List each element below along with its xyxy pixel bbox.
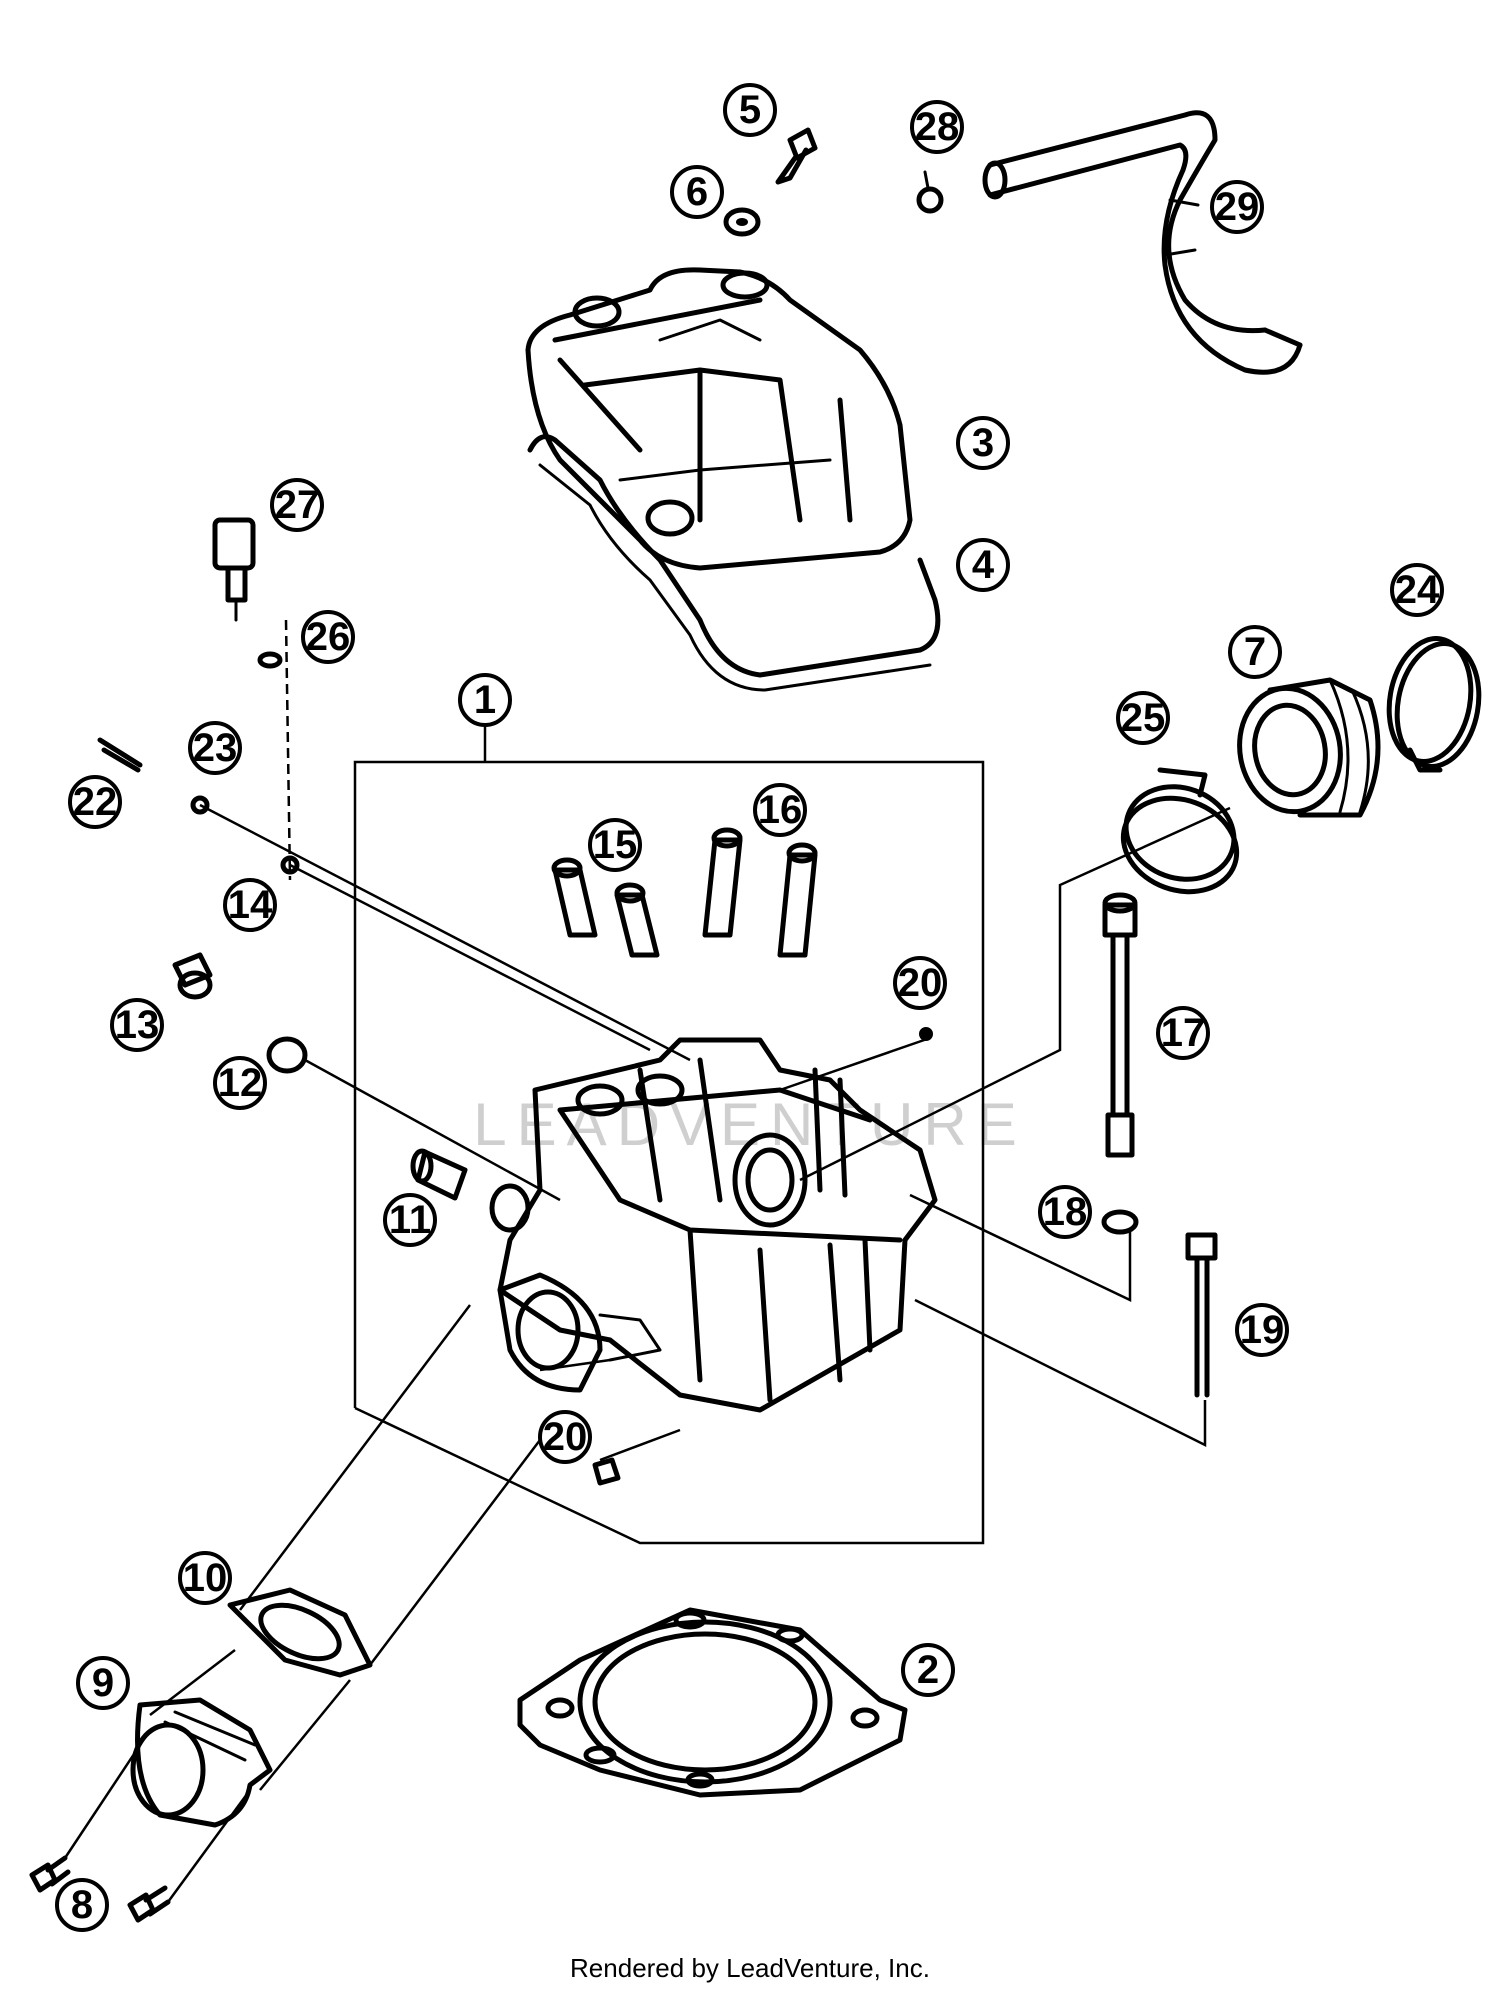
callout-28: 28 — [910, 100, 964, 154]
callout-9: 9 — [76, 1656, 130, 1710]
callout-24: 24 — [1390, 563, 1444, 617]
svg-text:28: 28 — [915, 105, 960, 149]
callout-19: 19 — [1235, 1303, 1289, 1357]
callout-12: 12 — [213, 1056, 267, 1110]
callout-16: 16 — [753, 783, 807, 837]
dowel-sleeve — [410, 1148, 468, 1201]
intake-hose-clamp — [1120, 767, 1240, 895]
sealing-ring — [266, 1036, 308, 1074]
stud — [97, 737, 143, 773]
callout-2: 2 — [901, 1643, 955, 1697]
svg-text:6: 6 — [686, 170, 708, 214]
callout-26: 26 — [301, 610, 355, 664]
breather-hose — [982, 110, 1303, 375]
svg-text:18: 18 — [1043, 1190, 1088, 1234]
svg-text:15: 15 — [593, 823, 638, 867]
valve-cover-gasket — [527, 434, 941, 692]
svg-text:12: 12 — [218, 1061, 263, 1105]
svg-text:5: 5 — [739, 88, 761, 132]
intake-rubber — [1237, 677, 1381, 818]
svg-text:27: 27 — [275, 483, 320, 527]
valve-cover — [525, 267, 913, 571]
svg-text:20: 20 — [898, 961, 943, 1005]
valve-guide-left — [551, 857, 660, 958]
flange-screw-lower — [127, 1885, 171, 1923]
screw-plug — [172, 952, 213, 1000]
cover-bolt — [775, 127, 818, 185]
svg-text:3: 3 — [972, 421, 994, 465]
callout-17: 17 — [1156, 1006, 1210, 1060]
callout-27: 27 — [270, 478, 324, 532]
svg-text:2: 2 — [917, 1648, 939, 1692]
svg-text:25: 25 — [1121, 696, 1166, 740]
svg-text:20: 20 — [543, 1415, 588, 1459]
cylinder-head-assembly-frame — [353, 725, 985, 1545]
svg-text:17: 17 — [1161, 1011, 1206, 1055]
svg-text:19: 19 — [1240, 1308, 1285, 1352]
sensor-o-ring — [257, 651, 283, 669]
bolt-washer — [1101, 1209, 1139, 1235]
callout-13: 13 — [110, 998, 164, 1052]
cylinder-head-gasket — [517, 1607, 908, 1798]
leader-lines — [63, 619, 1231, 1903]
svg-text:29: 29 — [1215, 185, 1260, 229]
head-bolt-short — [1185, 1232, 1218, 1398]
callout-20-upper: 20 — [893, 956, 947, 1010]
flange-screw-upper — [29, 1855, 71, 1893]
watermark-text: LEADVENTURE — [473, 1091, 1026, 1158]
svg-text:26: 26 — [306, 615, 351, 659]
callout-14: 14 — [223, 878, 277, 932]
callout-20-lower: 20 — [538, 1410, 592, 1464]
callout-4: 4 — [956, 538, 1010, 592]
callout-23: 23 — [188, 721, 242, 775]
cover-washer — [723, 207, 761, 237]
callout-11: 11 — [383, 1193, 437, 1247]
svg-text:22: 22 — [73, 780, 118, 824]
head-bolt-long — [1102, 892, 1138, 1158]
plug-small — [190, 795, 210, 815]
exhaust-flange — [130, 1697, 273, 1828]
svg-text:11: 11 — [389, 1198, 431, 1242]
callout-25: 25 — [1116, 691, 1170, 745]
temperature-sensor — [212, 517, 256, 622]
callout-18: 18 — [1038, 1185, 1092, 1239]
callout-10: 10 — [178, 1551, 232, 1605]
svg-text:9: 9 — [92, 1661, 114, 1705]
callout-29: 29 — [1210, 180, 1264, 234]
svg-text:1: 1 — [474, 678, 496, 722]
callout-3: 3 — [956, 416, 1010, 470]
svg-text:16: 16 — [758, 788, 803, 832]
hose-clamp — [916, 170, 944, 214]
callout-7: 7 — [1228, 625, 1282, 679]
callout-1: 1 — [458, 673, 512, 727]
valve-guide-right — [702, 827, 818, 958]
callout-15: 15 — [588, 818, 642, 872]
exhaust-gasket — [227, 1587, 373, 1678]
intake-clamp-ring — [1386, 636, 1482, 773]
svg-text:23: 23 — [193, 726, 238, 770]
svg-text:7: 7 — [1244, 630, 1266, 674]
svg-text:10: 10 — [183, 1556, 228, 1600]
callout-8: 8 — [55, 1878, 109, 1932]
svg-text:13: 13 — [115, 1003, 160, 1047]
footer-credit: Rendered by LeadVenture, Inc. — [570, 1953, 930, 1983]
plug-14 — [280, 855, 300, 875]
svg-text:24: 24 — [1395, 568, 1440, 612]
callout-5: 5 — [723, 83, 777, 137]
svg-text:4: 4 — [972, 543, 995, 587]
callout-6: 6 — [670, 165, 724, 219]
svg-text:8: 8 — [71, 1883, 93, 1927]
callout-22: 22 — [68, 775, 122, 829]
svg-text:14: 14 — [228, 883, 273, 927]
nut-lower — [592, 1457, 621, 1486]
